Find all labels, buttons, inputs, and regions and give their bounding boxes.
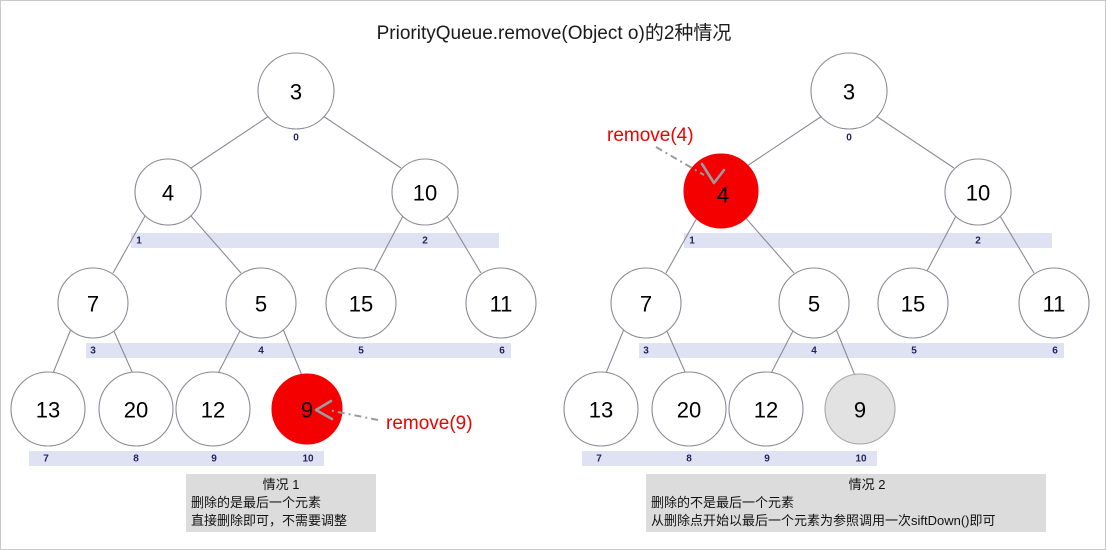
index-label: 3 [643,346,649,357]
index-label: 2 [975,236,981,247]
node-value: 12 [754,398,778,423]
node-value: 15 [901,292,925,317]
node-value: 4 [162,181,174,206]
index-label: 4 [811,346,817,357]
node-value: 7 [640,292,652,317]
index-label: 0 [846,133,852,144]
tree-node-0[interactable]: 3 [257,52,335,130]
tree-node-8[interactable]: 20 [651,371,727,447]
index-label: 5 [911,346,917,357]
node-value: 4 [717,183,729,208]
tree-node-5[interactable]: 15 [325,267,397,339]
node-value: 13 [36,398,60,423]
node-value: 5 [255,292,267,317]
node-value: 15 [349,292,373,317]
node-value: 12 [201,398,225,423]
index-bar-level-3 [86,343,511,358]
tree-node-0[interactable]: 3 [810,52,888,130]
caption-line: 删除的不是最后一个元素 [651,495,794,510]
caption-line: 删除的是最后一个元素 [191,495,321,510]
tree-edges [601,115,1035,384]
node-value: 3 [843,80,855,105]
index-label: 6 [499,346,505,357]
node-value: 3 [290,80,302,105]
node-value: 20 [677,398,701,423]
index-label: 1 [136,236,142,247]
index-label: 9 [211,454,217,465]
tree-node-2[interactable]: 10 [944,158,1012,226]
caption-line: 从删除点开始以最后一个元素为参照调用一次siftDown()即可 [651,513,996,528]
tree-node-3[interactable]: 7 [610,267,682,339]
index-bar-level-2 [131,233,499,248]
tree-node-10-removed[interactable]: 9 [271,373,343,445]
index-label: 5 [358,346,364,357]
arrow-head-icon [700,162,726,185]
node-value: 9 [301,398,313,423]
panel-case-1: 0 1 2 3 4 5 6 7 8 9 10 3 4 10 [10,52,537,532]
index-bar-level-4 [29,451,324,466]
tree-edges [48,115,482,384]
tree-node-10-shifted[interactable]: 9 [824,373,896,445]
index-bar-level-2 [684,233,1052,248]
caption-case-2: 情况 2 删除的不是最后一个元素 从删除点开始以最后一个元素为参照调用一次sif… [646,474,1046,532]
callout-remove: remove(4) [607,125,726,185]
index-label: 4 [258,346,264,357]
caption-case-1: 情况 1 删除的是最后一个元素 直接删除即可，不需要调整 [186,474,376,532]
callout-remove: remove(9) [314,399,473,434]
tree-node-5[interactable]: 15 [877,267,949,339]
tree-node-9[interactable]: 12 [175,371,251,447]
index-label: 10 [855,454,867,465]
index-label: 1 [689,236,695,247]
page-title: PriorityQueue.remove(Object o)的2种情况 [377,22,732,44]
index-label: 6 [1052,346,1058,357]
node-value: 5 [808,292,820,317]
tree-node-4[interactable]: 5 [778,267,850,339]
tree-node-9[interactable]: 12 [728,371,804,447]
caption-line: 直接删除即可，不需要调整 [191,513,347,528]
arrow-head-icon [314,399,334,421]
index-label: 8 [686,454,692,465]
index-bar-level-4 [582,451,877,466]
index-label: 7 [43,454,49,465]
tree-node-4[interactable]: 5 [225,267,297,339]
callout-label: remove(9) [386,413,473,434]
tree-node-7[interactable]: 13 [563,371,639,447]
index-label: 2 [422,236,428,247]
tree-node-7[interactable]: 13 [10,371,86,447]
node-value: 20 [124,398,148,423]
node-value: 13 [589,398,613,423]
index-label: 9 [764,454,770,465]
tree-node-6[interactable]: 11 [1018,267,1090,339]
node-value: 11 [490,292,513,317]
index-label: 7 [596,454,602,465]
tree-node-2[interactable]: 10 [391,158,459,226]
node-value: 10 [413,181,437,206]
caption-background [186,474,376,532]
index-bar-level-3 [639,343,1064,358]
tree-node-1[interactable]: 4 [134,158,202,226]
node-value: 11 [1043,292,1066,317]
index-label: 10 [302,454,314,465]
tree-node-6[interactable]: 11 [465,267,537,339]
node-value: 9 [854,398,866,423]
caption-background [646,474,1046,532]
index-label: 8 [133,454,139,465]
index-label: 0 [293,133,299,144]
caption-heading: 情况 2 [849,477,886,492]
tree-node-1-removed[interactable]: 4 [683,153,759,229]
caption-heading: 情况 1 [263,477,300,492]
tree-node-3[interactable]: 7 [57,267,129,339]
index-label: 3 [90,346,96,357]
tree-node-8[interactable]: 20 [98,371,174,447]
callout-label: remove(4) [607,125,694,146]
node-value: 7 [87,292,99,317]
node-value: 10 [966,181,990,206]
panel-case-2: 0 1 2 3 4 5 6 7 8 9 10 3 4 10 [563,52,1090,532]
